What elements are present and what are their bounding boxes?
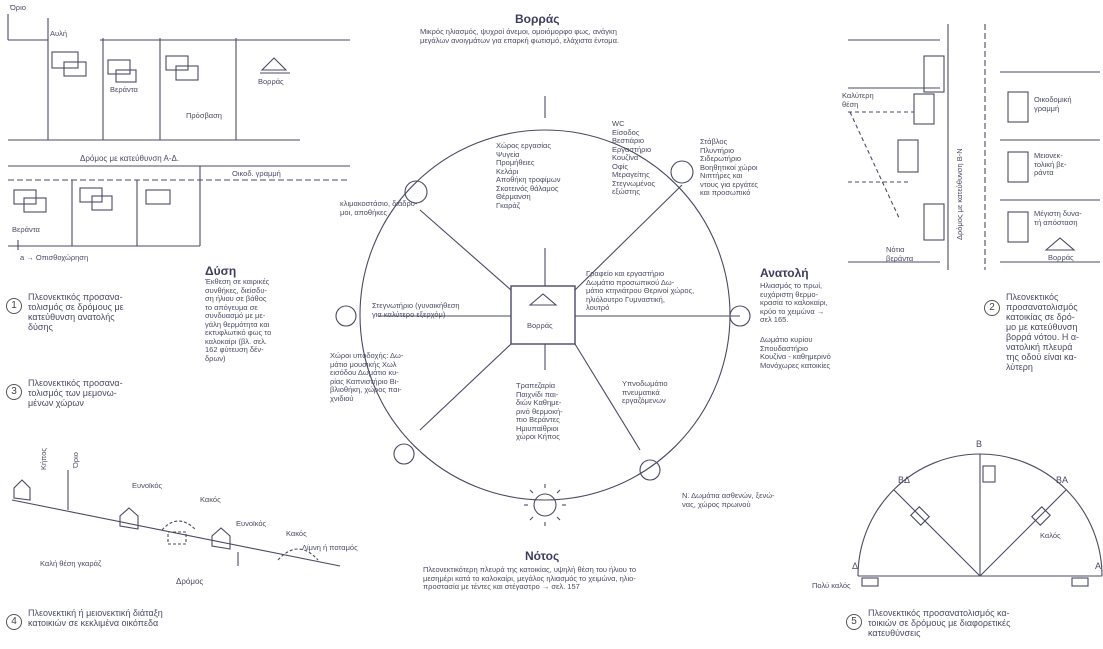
west-letter: Δ	[852, 561, 859, 571]
east-letter: Α	[1095, 561, 1102, 571]
road-ns-label: Δρόμος με κατεύθυνση Β-Ν	[955, 148, 964, 240]
northeast-letters: ΒΑ	[1056, 475, 1069, 485]
bad-label-2: Κακός	[286, 529, 307, 538]
figure-number-3: 3	[6, 384, 22, 400]
southeast-rooms: Υπνοδωμάτιο πνευματικά εργαζόμενων	[622, 379, 668, 405]
disadvantaged-veranda-label: Μειονεκ- τολική βε- ράντα	[1034, 151, 1067, 177]
north-title: Βορράς	[515, 12, 560, 26]
good-label: Καλός	[1040, 531, 1061, 540]
north-description: Μικρός ηλιασμός, ψυχροί άνεμοι, ομοιόμορ…	[420, 27, 620, 45]
east-description: Ηλιασμός το πρωί, ευχάριστη θερμο- κρασί…	[760, 281, 828, 324]
center-box-label: Βορράς	[527, 321, 553, 330]
favorable-label-2: Ευνοϊκός	[236, 519, 267, 528]
south-title: Νότος	[525, 549, 560, 563]
very-good-label: Πολύ καλός	[812, 581, 851, 590]
north-letter: Β	[976, 439, 983, 449]
north-rooms: Χώρος εργασίας Ψυγεία Προμήθειες Κελάρι …	[496, 141, 561, 210]
north-label-2: Βορράς	[1048, 253, 1074, 262]
building-line-label: Οικοδ. γραμμή	[232, 169, 281, 178]
northeast-rooms: Στάβλος Πλυντήριο Σιδερωτήριο Βοηθητικοί…	[700, 137, 759, 197]
south-veranda-label: Νότια βεράντα	[886, 245, 914, 263]
northwest-rooms: κλιμακοστάσιο, διάδρο- μοι, αποθήκες	[340, 199, 418, 217]
west-description: Έκθεση σε καιρικές συνθήκες, διείσδυ- ση…	[205, 277, 272, 363]
best-position-label: Καλύτερη θέση	[842, 91, 874, 109]
east-rooms: Γραφείο και εργαστήριο Δωμάτιο προσωπικο…	[586, 269, 695, 312]
figure-3-caption: Πλεονεκτικός προσανα- τολισμός των μεμον…	[28, 378, 123, 408]
north-label: Βορράς	[258, 77, 284, 86]
southwest-rooms: Χώροι υποδοχής: Δω- μάτιο μουσικής Χωλ ε…	[330, 351, 404, 403]
veranda-label: Βεράντα	[110, 85, 138, 94]
figure-number-5: 5	[846, 614, 862, 630]
figure-5-caption: Πλεονεκτικός προσανατολισμός κα- τοικιών…	[868, 608, 1011, 638]
bad-label-1: Κακός	[200, 495, 221, 504]
building-line-label-2: Οικοδομική γραμμή	[1034, 95, 1072, 113]
south-rooms: Τραπεζαρία Παιχνίδι παι- διών Καθημε- ρι…	[516, 381, 563, 441]
figure-number-1: 1	[6, 298, 22, 314]
south-description: Πλεονεκτικότερη πλευρά της κατοικίας, υψ…	[423, 565, 637, 591]
veranda-label-2: Βεράντα	[12, 225, 40, 234]
favorable-label-1: Ευνοϊκός	[132, 481, 163, 490]
figure-4-caption: Πλεονεκτική ή μειονεκτική διάταξη κατοικ…	[28, 608, 163, 628]
access-label: Πρόσβαση	[186, 111, 222, 120]
setback-label: a → Οπισθοχώρηση	[20, 253, 89, 262]
boundary-label-slope: Όριο	[71, 452, 80, 468]
west-title: Δύση	[205, 264, 237, 278]
figure-number-4: 4	[6, 614, 22, 630]
garden-label: Κήπος	[39, 447, 48, 470]
max-distance-label: Μέγιστη δυνα- τή απόσταση	[1034, 209, 1082, 227]
lake-label: Λίμνη ή ποταμός	[302, 543, 358, 552]
figure-2-caption: Πλεονεκτικός προσανατολισμός κατοικίας σ…	[1006, 292, 1080, 372]
northwest-letters: ΒΔ	[898, 475, 911, 485]
east-title: Ανατολή	[760, 266, 809, 280]
east-room-list: Δωμάτιο κυρίου Σπουδαστήριο Κουζίνα - κα…	[760, 335, 831, 370]
figure-1-caption: Πλεονεκτικός προσανα- τολισμός σε δρόμου…	[28, 292, 124, 332]
road-label-slope: Δρόμος	[176, 577, 204, 586]
road-ew-label: Δρόμος με κατεύθυνση Α-Δ.	[80, 154, 180, 163]
west-rooms: Στεγνωτήριο (γυναικήθεση για καλύτερο εξ…	[372, 301, 460, 319]
courtyard-label: Αυλή	[50, 29, 68, 38]
sick-rooms-note: Ν. Δωμάτια ασθενών, ξενώ- νας, χώρος πρω…	[682, 491, 775, 509]
north-northeast-rooms: WC Είσοδος Βεστιάριο Εργαστήριο Κουζίνα …	[612, 119, 656, 196]
figure-number-2: 2	[984, 300, 1000, 316]
boundary-label: Όριο	[10, 3, 26, 12]
garage-position-label: Καλή θέση γκαράζ	[40, 559, 102, 568]
